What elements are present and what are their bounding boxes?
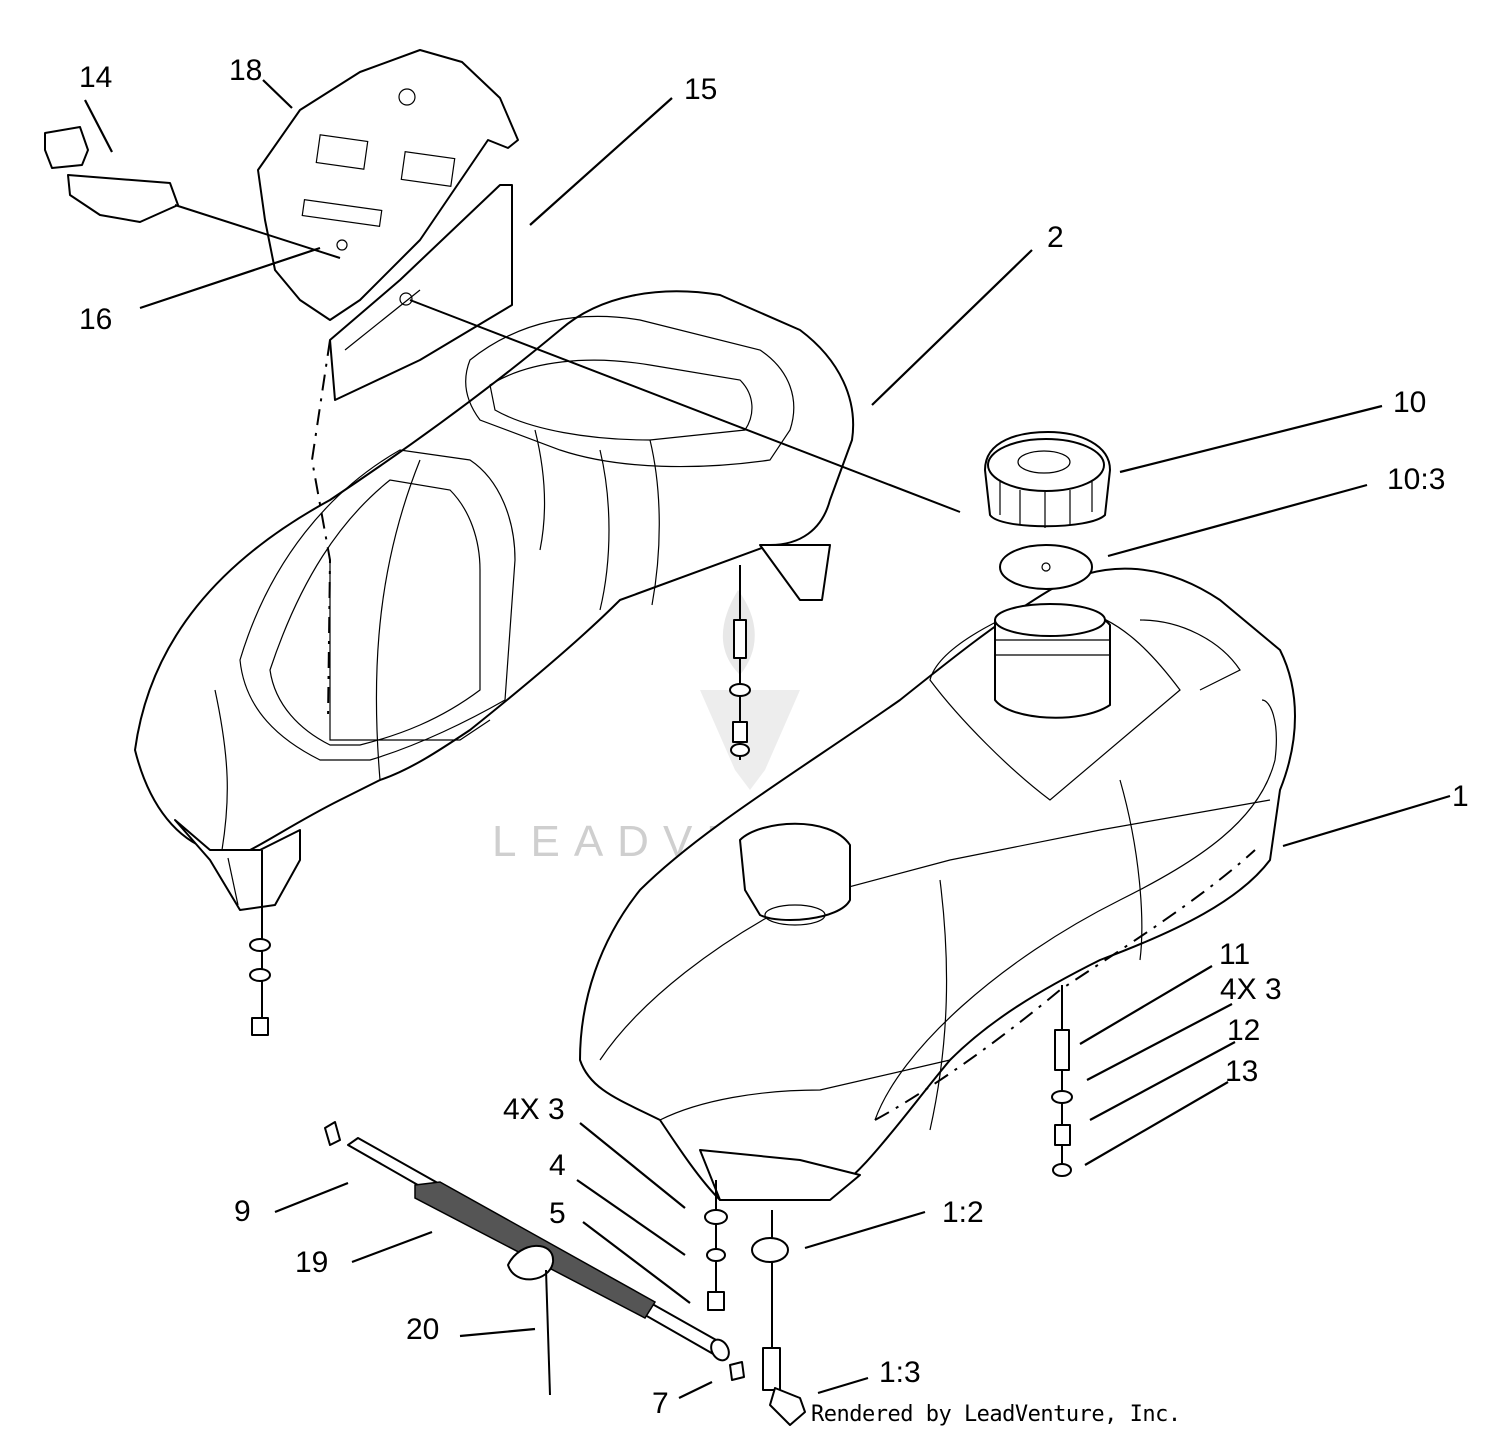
callout-12: 12	[1227, 1014, 1260, 1047]
callout-10-3: 10:3	[1387, 463, 1445, 496]
callout-9: 9	[234, 1195, 251, 1228]
callout-1-3: 1:3	[879, 1356, 921, 1389]
cap-gasket	[999, 544, 1093, 590]
callout-19: 19	[295, 1246, 328, 1279]
callout-10: 10	[1393, 386, 1426, 419]
callout-14: 14	[79, 61, 112, 94]
callout-18: 18	[229, 54, 262, 87]
callout-7: 7	[652, 1387, 669, 1420]
fuel-fitting	[751, 1210, 806, 1426]
fuel-cap	[984, 431, 1111, 528]
callout-15: 15	[684, 73, 717, 106]
leader-lines	[84, 79, 1451, 1399]
callout-2: 2	[1047, 221, 1064, 254]
upper-console	[134, 290, 855, 911]
choke-rod	[409, 299, 961, 513]
fastener-stack-left	[249, 339, 332, 1036]
switch-14	[44, 126, 341, 259]
callout-1-2: 1:2	[942, 1196, 984, 1229]
fastener-stack-right	[1051, 985, 1073, 1177]
callout-1: 1	[1452, 780, 1469, 813]
fastener-stack-bottom	[704, 1180, 728, 1311]
callout-4x3-left: 4X 3	[503, 1093, 565, 1126]
callout-4x3-right: 4X 3	[1220, 973, 1282, 1006]
callout-20: 20	[406, 1313, 439, 1346]
callouts: 14 18 15 16 2 10 10:3 1 11 4X 3 12 13 4X…	[79, 54, 1469, 1420]
fastener-stack-center	[729, 565, 751, 760]
cable-tie	[507, 1244, 555, 1396]
callout-5: 5	[549, 1197, 566, 1230]
render-credit: Rendered by LeadVenture, Inc.	[811, 1402, 1181, 1427]
callout-16: 16	[79, 303, 112, 336]
callout-4: 4	[549, 1149, 566, 1182]
callout-13: 13	[1225, 1055, 1258, 1088]
callout-11: 11	[1219, 938, 1250, 971]
dash-panel	[257, 49, 519, 401]
